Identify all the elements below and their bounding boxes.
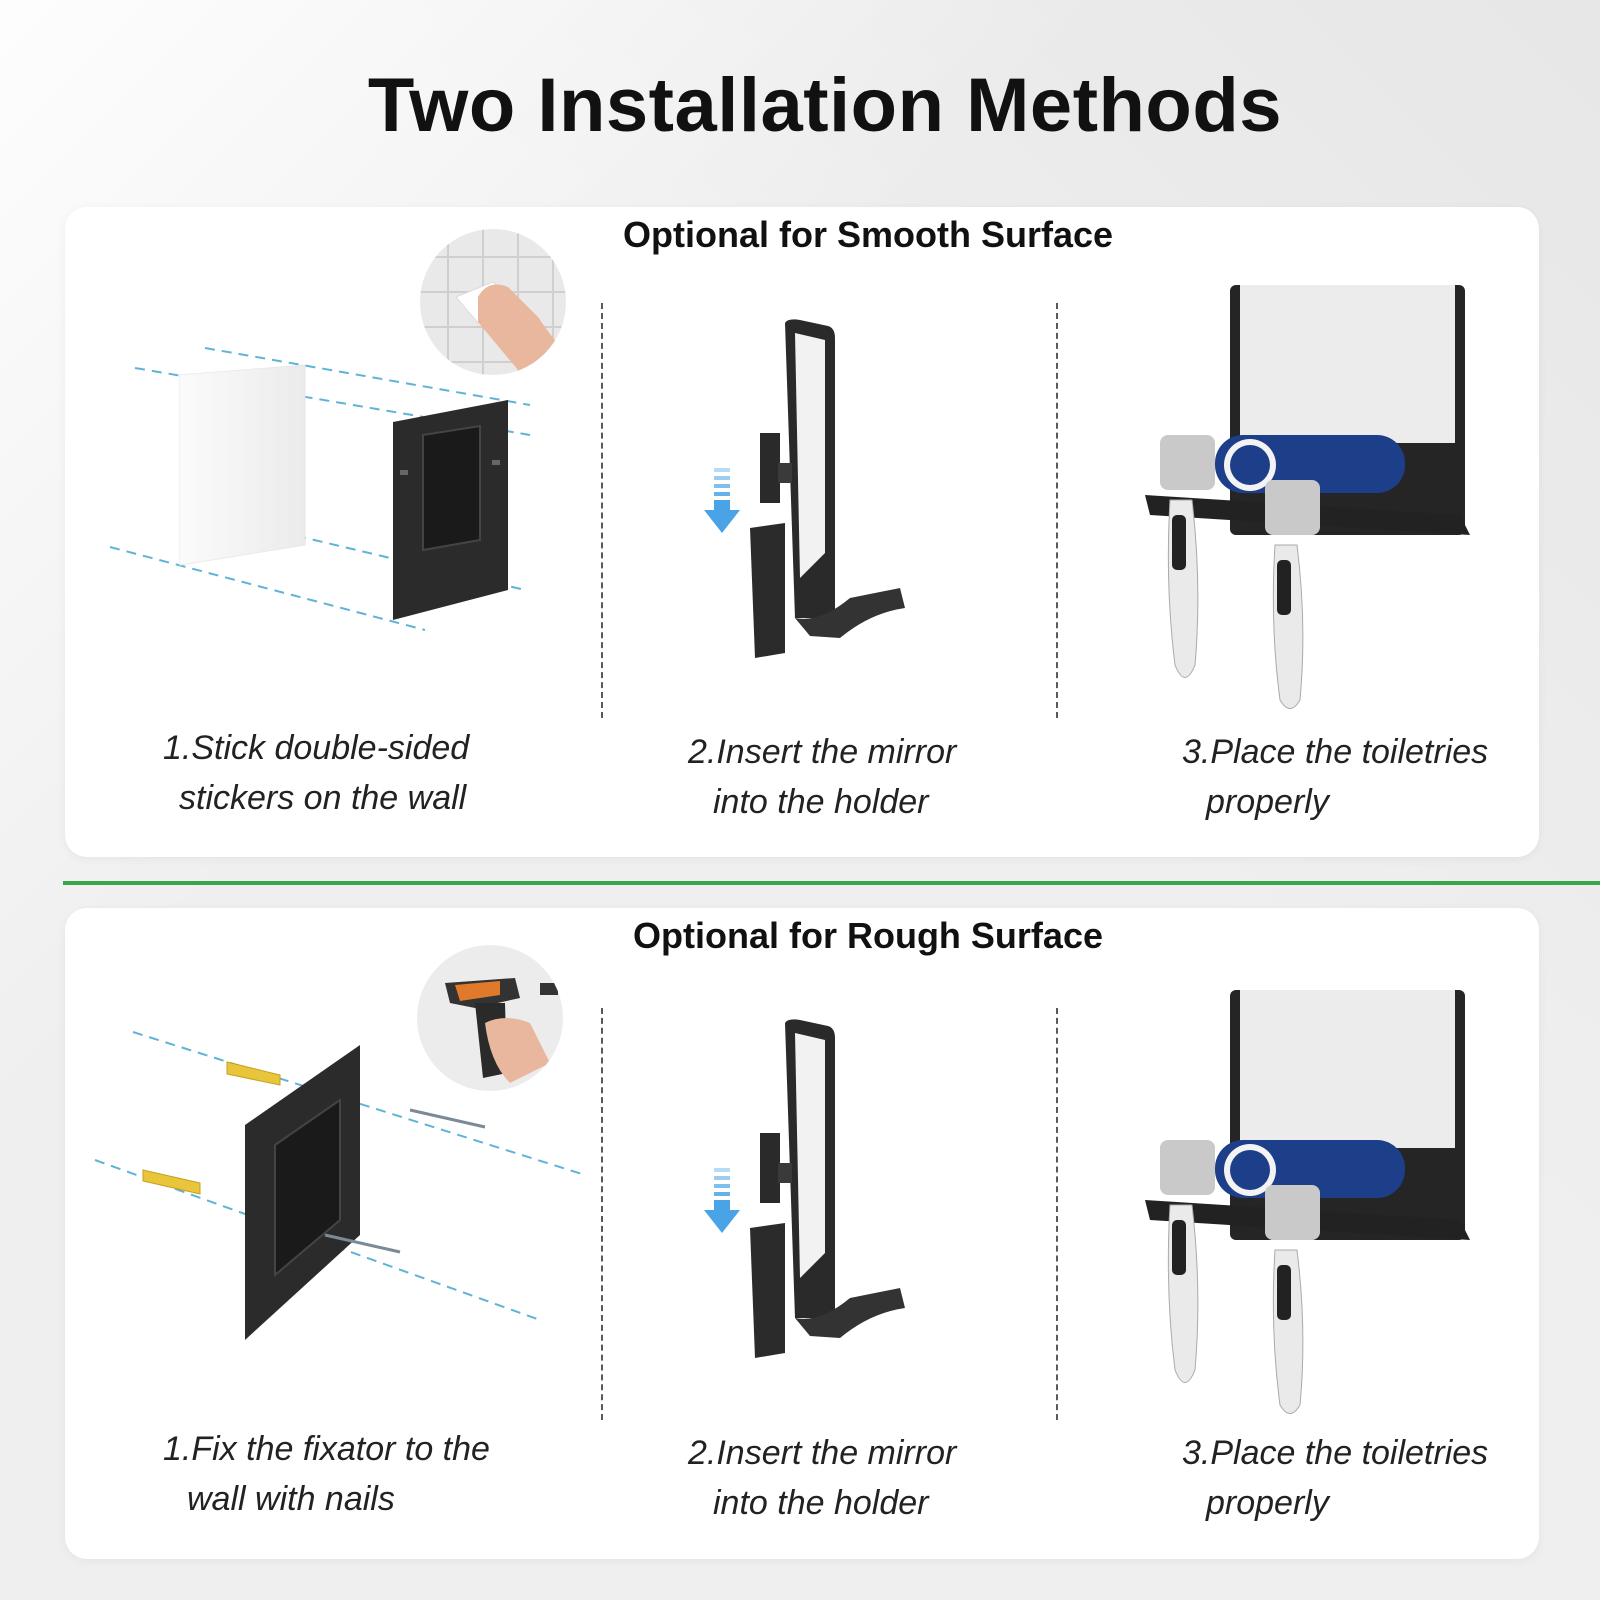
- step-divider: [1056, 1008, 1058, 1420]
- caption-line: 2.Insert the mirror: [688, 733, 957, 771]
- wall-anchor-icon: [142, 1061, 281, 1195]
- step-divider: [601, 1008, 603, 1420]
- step-1-caption: 1.Fix the fixator to the wall with nails: [163, 1424, 490, 1524]
- step-divider: [1056, 303, 1058, 718]
- caption-line: 2.Insert the mirror: [688, 1434, 957, 1472]
- caption-line: into the holder: [713, 1484, 929, 1522]
- adhesive-sticker-icon: [109, 347, 531, 631]
- caption-line: 3.Place the toiletries: [1182, 1434, 1489, 1472]
- section-heading: Optional for Rough Surface: [632, 915, 1103, 956]
- section-heading: Optional for Smooth Surface: [622, 214, 1114, 255]
- caption-line: 1.Stick double-sided: [163, 729, 470, 767]
- step-3-caption: 3.Place the toiletries properly: [1182, 727, 1488, 827]
- mirror-holder-icon: [704, 319, 905, 658]
- step-2-caption: 2.Insert the mirror into the holder: [688, 1428, 956, 1528]
- mount-plate-icon: [393, 400, 508, 620]
- caption-line: properly: [1206, 783, 1329, 821]
- step-1-caption: 1.Stick double-sided stickers on the wal…: [163, 723, 469, 823]
- step-divider: [601, 303, 603, 718]
- caption-line: 1.Fix the fixator to the: [163, 1430, 490, 1468]
- caption-line: properly: [1206, 1484, 1329, 1522]
- caption-line: into the holder: [713, 783, 929, 821]
- drill-photo-icon: [417, 945, 563, 1091]
- step-2-caption: 2.Insert the mirror into the holder: [688, 727, 956, 827]
- caption-line: wall with nails: [187, 1480, 395, 1518]
- screw-mount-diagram: [94, 1031, 586, 1340]
- wipe-wall-photo-icon: [420, 229, 566, 375]
- mirror-holder-icon: [704, 1019, 905, 1358]
- caption-line: 3.Place the toiletries: [1182, 733, 1489, 771]
- step-3-caption: 3.Place the toiletries properly: [1182, 1428, 1488, 1528]
- razor-shelf-icon: [1145, 990, 1470, 1414]
- razor-shelf-icon: [1145, 285, 1470, 709]
- section-divider: [63, 881, 1600, 885]
- caption-line: stickers on the wall: [179, 779, 467, 817]
- page-title: Two Installation Methods: [367, 63, 1283, 148]
- screw-icon: [324, 1108, 486, 1254]
